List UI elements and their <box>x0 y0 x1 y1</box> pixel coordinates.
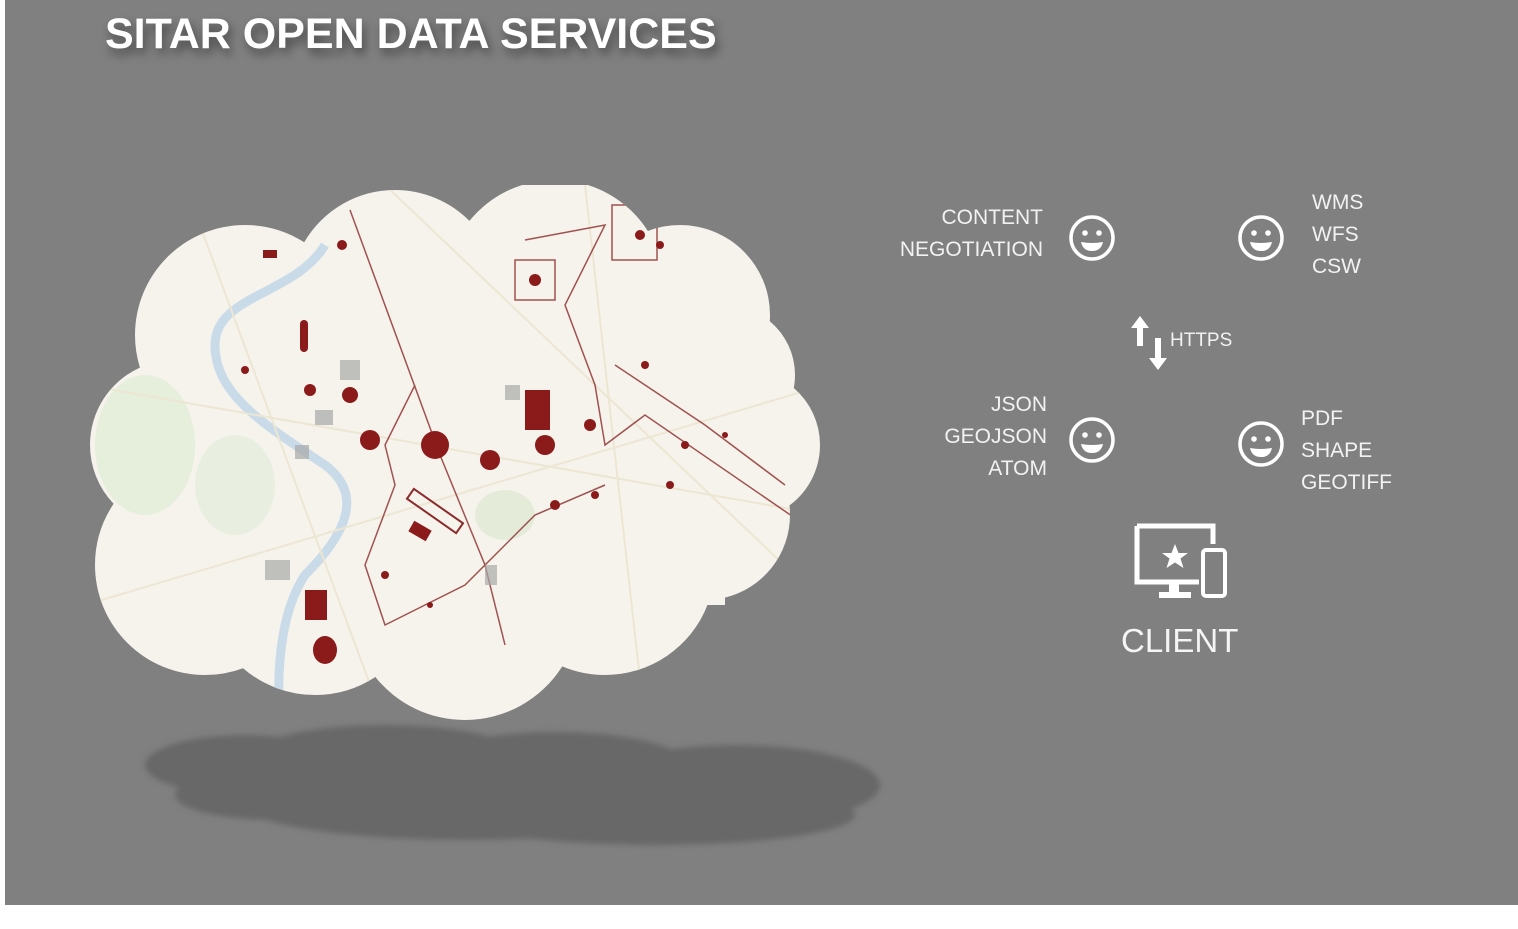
file-formats-label: PDF SHAPE GEOTIFF <box>1301 403 1392 499</box>
https-label: HTTPS <box>1170 330 1233 351</box>
label-line: GEOTIFF <box>1301 471 1392 494</box>
label-line: WFS <box>1312 223 1359 246</box>
label-line: ATOM <box>988 457 1047 480</box>
data-formats-label: JSON GEOJSON ATOM <box>944 389 1047 485</box>
smiley-icon <box>1238 215 1284 261</box>
smiley-icon <box>1069 417 1115 463</box>
cloud-map <box>90 185 820 720</box>
slide: SITAR OPEN DATA SERVICES <box>5 0 1518 905</box>
cloud-shadow <box>145 725 880 845</box>
ogc-services-label: WMS WFS CSW <box>1312 187 1363 283</box>
label-line: WMS <box>1312 191 1364 214</box>
label-line: SHAPE <box>1301 439 1373 462</box>
content-negotiation-label: CONTENT NEGOTIATION <box>900 202 1043 266</box>
desktop-mobile-star-icon <box>1134 523 1227 598</box>
client-label: CLIENT <box>1121 622 1239 659</box>
label-line: CONTENT <box>941 206 1044 229</box>
label-line: JSON <box>990 393 1047 416</box>
label-line: NEGOTIATION <box>899 238 1043 261</box>
smiley-icon <box>1069 215 1115 261</box>
up-down-arrows-icon <box>1131 316 1167 370</box>
slide-title: SITAR OPEN DATA SERVICES <box>105 10 717 58</box>
label-line: PDF <box>1301 407 1343 430</box>
label-line: GEOJSON <box>944 425 1047 448</box>
smiley-icon <box>1238 421 1284 467</box>
label-line: CSW <box>1312 255 1361 278</box>
